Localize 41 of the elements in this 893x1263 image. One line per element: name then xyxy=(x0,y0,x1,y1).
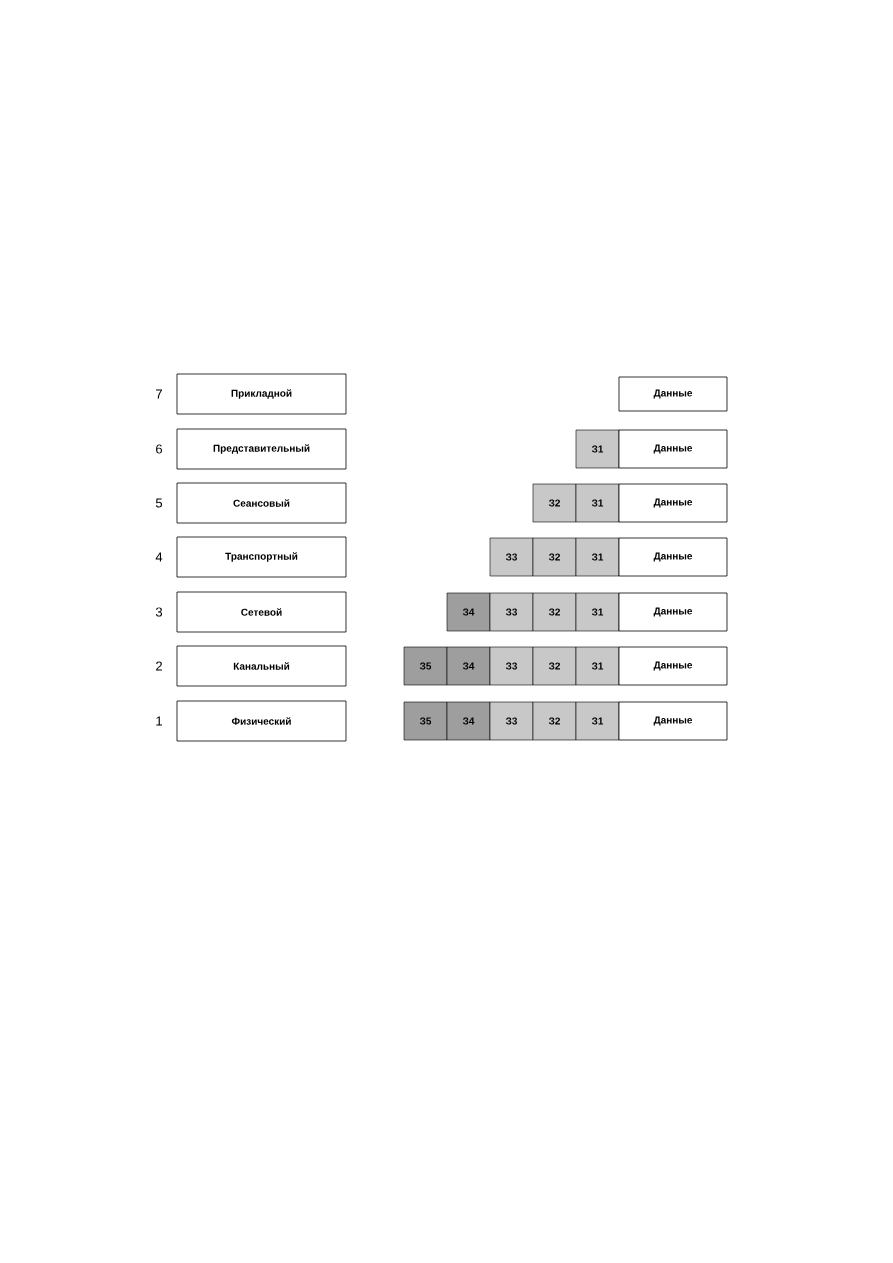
data-box: Данные xyxy=(618,483,728,523)
data-box: Данные xyxy=(618,592,728,632)
data-box: Данные xyxy=(618,376,728,412)
header-cell: З1 xyxy=(575,537,620,577)
header-cell: З5 xyxy=(403,646,448,686)
header-cell: З4 xyxy=(446,701,491,741)
header-cell: З3 xyxy=(489,646,534,686)
layer-number: 6 xyxy=(156,444,163,454)
header-cell: З4 xyxy=(446,592,491,632)
header-cell: З1 xyxy=(575,592,620,632)
layer-box: Сетевой xyxy=(176,591,347,633)
header-cell: З1 xyxy=(575,701,620,741)
layer-number: 5 xyxy=(155,498,163,508)
header-cell: З2 xyxy=(532,537,577,577)
layer-number: 7 xyxy=(156,389,162,399)
data-box: Данные xyxy=(618,537,728,577)
header-cell: З3 xyxy=(489,537,534,577)
header-cell: З2 xyxy=(532,701,577,741)
layer-number: 2 xyxy=(156,661,162,671)
layer-box: Сеансовый xyxy=(176,482,347,524)
data-box: Данные xyxy=(618,701,728,741)
header-cell: З2 xyxy=(532,483,577,523)
layer-number: 3 xyxy=(155,607,163,617)
layer-box: Представительный xyxy=(176,428,347,470)
layer-number: 1 xyxy=(156,716,162,726)
header-cell: З2 xyxy=(532,592,577,632)
layer-box: Прикладной xyxy=(176,373,347,415)
header-cell: З3 xyxy=(489,592,534,632)
header-cell: З5 xyxy=(403,701,448,741)
layer-number: 4 xyxy=(155,552,163,562)
data-box: Данные xyxy=(618,429,728,469)
data-box: Данные xyxy=(618,646,728,686)
header-cell: З4 xyxy=(446,646,491,686)
layer-box: Транспортный xyxy=(176,536,347,578)
layer-box: Физический xyxy=(176,700,347,742)
header-cell: З3 xyxy=(489,701,534,741)
header-cell: З1 xyxy=(575,429,620,469)
header-cell: З1 xyxy=(575,483,620,523)
header-cell: З1 xyxy=(575,646,620,686)
header-cell: З2 xyxy=(532,646,577,686)
layer-box: Канальный xyxy=(176,645,347,687)
